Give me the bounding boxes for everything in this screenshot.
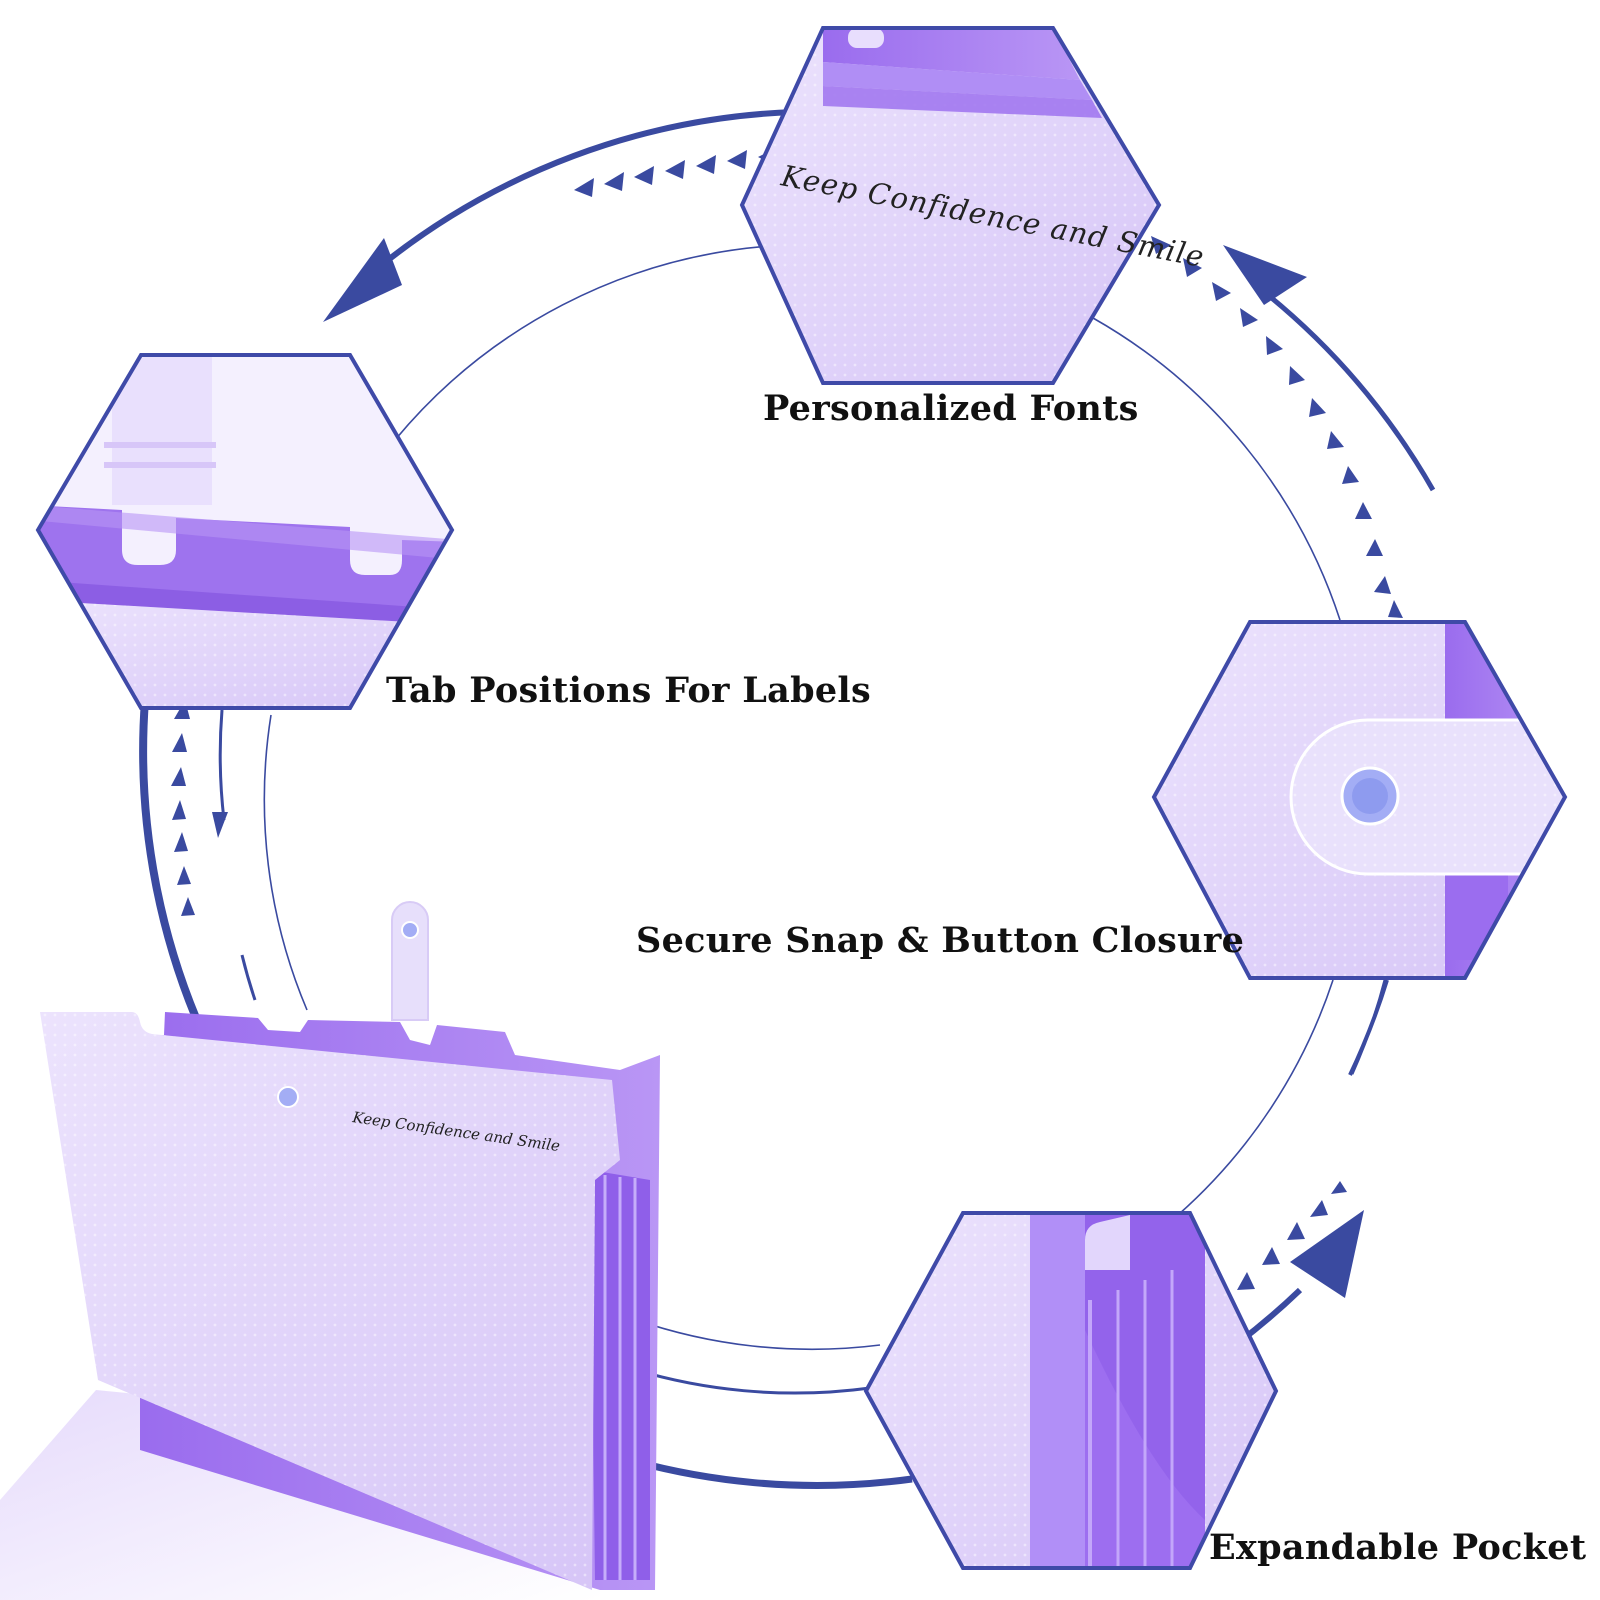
arrow-head-icon <box>323 238 402 322</box>
caption-personalized-fonts: Personalized Fonts <box>763 388 1139 429</box>
cover-snap-button-icon <box>277 1086 299 1108</box>
hex-snap-closure <box>1151 620 1568 980</box>
caption-snap-closure: Secure Snap & Button Closure <box>636 920 1245 961</box>
hex-tab-positions <box>35 353 455 710</box>
inner-ring-arc-left <box>263 714 308 1011</box>
inner-ring-arc-bottom <box>627 1316 881 1351</box>
arrow-heads <box>212 238 1364 1298</box>
inner-ring-arc-right <box>1092 317 1341 621</box>
expanding-file-folder: Keep Confidence and Smile <box>0 901 660 1600</box>
arrow-head-icon <box>212 812 228 838</box>
caption-tab-positions: Tab Positions For Labels <box>386 670 872 711</box>
outer-arc-right-top <box>1266 293 1436 492</box>
arrow-head-icon <box>1290 1210 1364 1298</box>
dashed-arrow-icon <box>171 147 1403 1290</box>
outer-arc-top <box>376 109 796 271</box>
small-arc-right <box>1350 979 1387 1075</box>
hex-expandable-pocket <box>863 1211 1279 1570</box>
flap-snap-icon <box>401 921 419 939</box>
small-arc-left <box>218 709 226 821</box>
small-arc-left-2 <box>240 954 257 1001</box>
inner-bottom-arc-2 <box>619 1363 871 1395</box>
caption-expandable-pocket: Expandable Pocket <box>1209 1527 1587 1568</box>
inner-ring-arc-top <box>394 245 771 441</box>
hex-personalized-fonts: Keep Confidence and Smile <box>739 26 1207 385</box>
arrow-head-icon <box>1223 245 1307 305</box>
inner-ring-arc-right-low <box>1177 979 1334 1216</box>
snap-flap <box>391 901 429 1021</box>
